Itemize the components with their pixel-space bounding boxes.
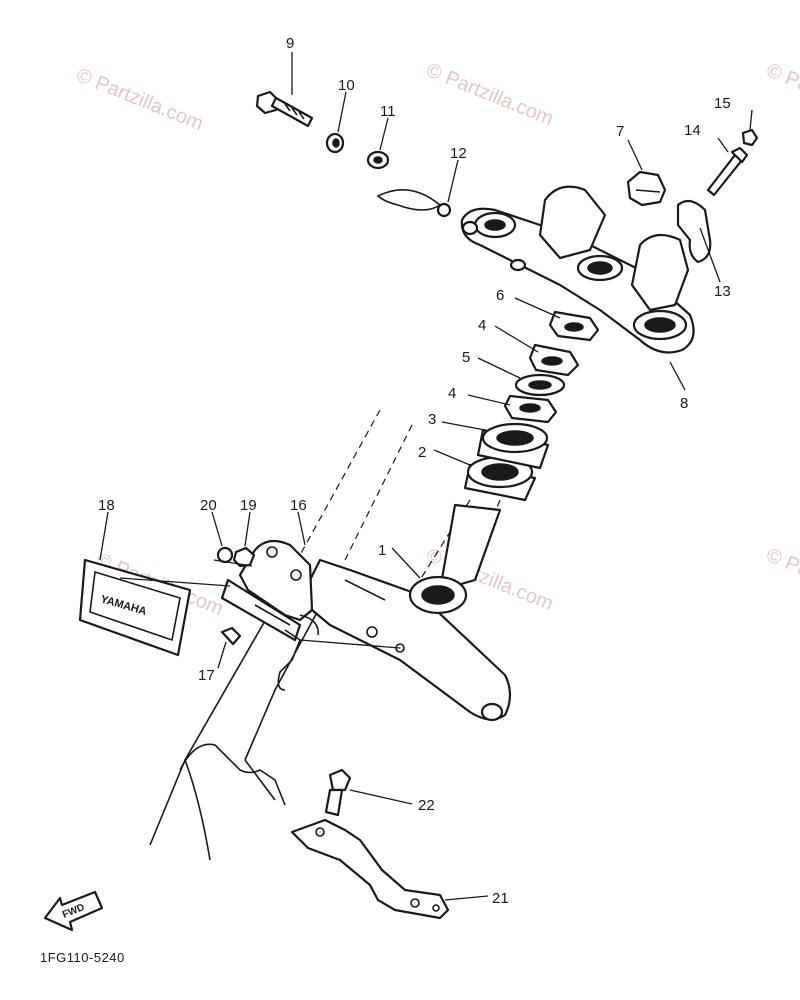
part-label-22: 22	[418, 797, 435, 814]
part-label-1: 1	[378, 542, 386, 559]
handle-crown-8	[460, 185, 695, 354]
part-label-2: 2	[418, 444, 426, 461]
part-label-13: 13	[714, 283, 731, 300]
part-label-11: 11	[380, 103, 396, 120]
part-label-9: 9	[286, 35, 294, 52]
bolt-14	[706, 146, 749, 197]
bracket-16	[220, 539, 401, 691]
lock-washer-6	[548, 310, 600, 342]
part-label-6: 6	[496, 287, 504, 304]
washer-5	[514, 373, 566, 397]
part-label-17: 17	[198, 667, 215, 684]
watermark: © Partzilla.com	[763, 544, 800, 615]
steering-stem-1	[298, 503, 512, 722]
part-label-21: 21	[492, 890, 509, 907]
washer-10	[325, 132, 345, 154]
stay-21	[290, 818, 450, 920]
ring-nut-4-lower	[503, 394, 558, 424]
bolt-9	[255, 90, 314, 128]
part-label-8: 8	[680, 395, 688, 412]
part-label-3: 3	[428, 411, 436, 428]
part-label-19: 19	[240, 497, 257, 514]
fork-legs	[149, 559, 341, 861]
emblem-18: YAMAHA	[78, 558, 231, 657]
part-label-18: 18	[98, 497, 115, 514]
watermark: © Partzilla.com	[423, 59, 556, 130]
nut-20	[213, 546, 253, 567]
part-label-16: 16	[290, 497, 307, 514]
cap-bolt-7	[626, 170, 667, 207]
ring-nut-4-upper	[528, 343, 580, 377]
part-label-5: 5	[462, 349, 470, 366]
part-label-10: 10	[338, 77, 355, 94]
leader-lines	[99, 52, 753, 901]
bolt-17	[220, 626, 242, 646]
nut-19	[232, 546, 256, 568]
wire-clip-12	[376, 189, 452, 218]
bolt-22	[324, 768, 352, 817]
part-label-12: 12	[450, 145, 467, 162]
handlebar-holder-13	[676, 199, 712, 264]
part-label-4: 4	[448, 385, 456, 402]
watermark: © Partzilla.com	[73, 64, 206, 135]
part-label-14: 14	[684, 122, 701, 139]
part-label-20: 20	[200, 497, 217, 514]
fwd-arrow-icon: FWD	[43, 890, 104, 932]
watermark: © Partzilla.com	[763, 59, 800, 130]
washer-11	[366, 150, 390, 170]
part-label-4: 4	[478, 317, 486, 334]
bearing-2	[463, 455, 537, 502]
nut-15	[741, 128, 759, 147]
diagram-code: 1FG110-5240	[40, 950, 125, 965]
part-label-15: 15	[714, 95, 731, 112]
bearing-3	[476, 422, 550, 470]
part-number-labels: 1 2 3 4 4 5 6 7 8 9 10 11 12 13 14 15 16…	[98, 35, 731, 907]
part-label-7: 7	[616, 123, 624, 140]
